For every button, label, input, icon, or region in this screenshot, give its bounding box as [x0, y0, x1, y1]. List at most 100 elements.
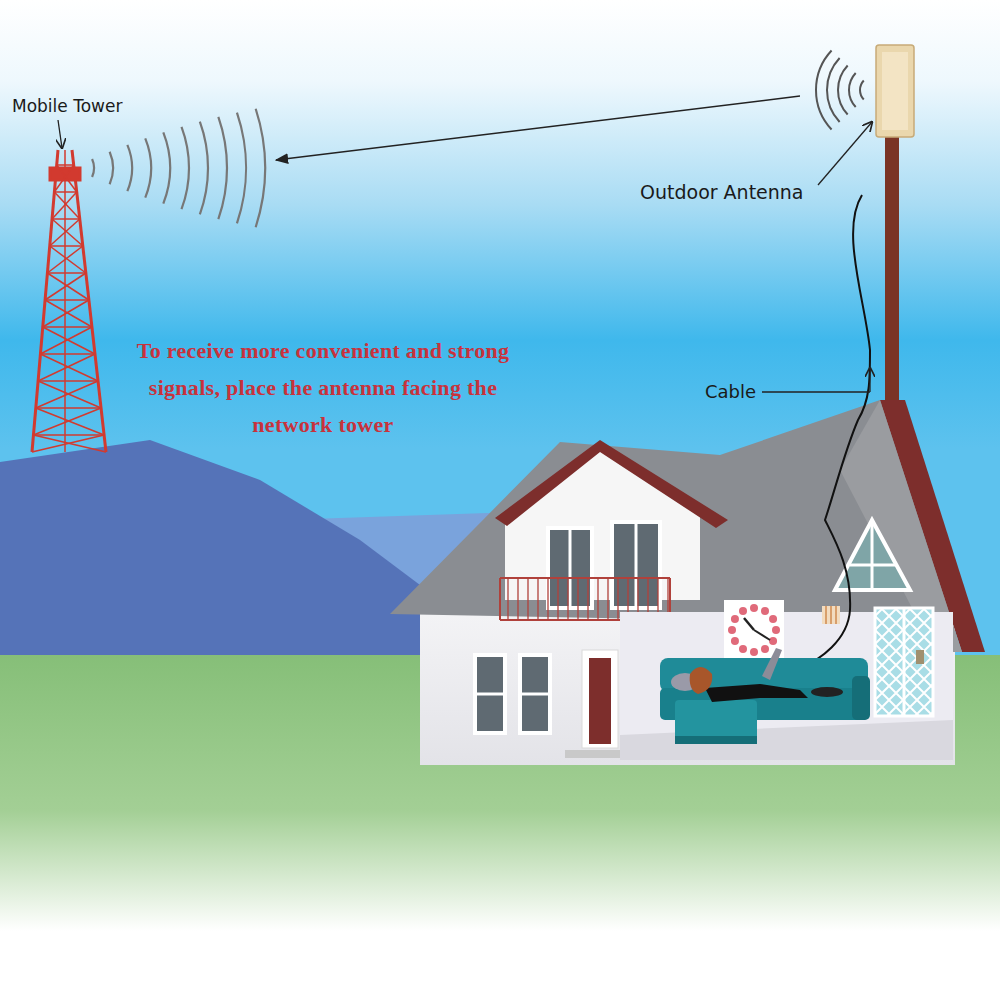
mobile-tower — [47, 273, 88, 300]
wall-clock — [750, 648, 758, 656]
outdoor-antenna — [882, 52, 908, 130]
house — [582, 650, 618, 748]
signal-waves — [92, 159, 94, 177]
house — [547, 578, 548, 620]
signal-waves — [110, 152, 113, 185]
mobile-tower — [40, 353, 95, 355]
leader-line — [869, 368, 870, 392]
house — [557, 578, 558, 620]
mobile-tower — [38, 381, 101, 408]
signal-arrow — [276, 96, 800, 160]
mobile-tower — [32, 150, 58, 452]
sofa-with-woman — [690, 667, 713, 694]
wall-clock — [822, 606, 840, 624]
mobile-tower — [52, 219, 83, 246]
signal-waves — [827, 58, 840, 122]
mobile-tower — [36, 381, 98, 408]
antenna-cable — [800, 195, 870, 668]
signal-waves — [163, 132, 170, 203]
sofa-with-woman — [811, 687, 843, 697]
mobile-tower — [54, 191, 76, 193]
mobile-tower — [52, 192, 77, 219]
wall-clock — [761, 607, 769, 615]
mobile-tower — [54, 165, 73, 192]
signal-waves — [181, 127, 189, 209]
wall-clock — [769, 637, 777, 645]
house — [607, 578, 608, 620]
house — [617, 578, 618, 620]
tower-label: Mobile Tower — [12, 96, 122, 116]
mobile-tower — [40, 354, 98, 381]
signal-waves — [256, 109, 265, 227]
house — [537, 578, 538, 620]
signal-waves — [237, 113, 246, 224]
sofa-with-woman — [705, 684, 808, 702]
signal-waves — [218, 117, 227, 219]
signal-waves — [849, 73, 856, 107]
mobile-tower — [33, 434, 104, 436]
house — [871, 520, 874, 590]
house — [520, 655, 550, 733]
house — [875, 608, 933, 716]
mobile-tower — [47, 246, 82, 273]
mobile-tower — [38, 380, 98, 382]
wall-clock — [750, 604, 758, 612]
house — [620, 720, 953, 760]
house — [520, 693, 550, 696]
house — [589, 658, 611, 744]
sofa-with-woman — [852, 676, 870, 720]
mobile-tower — [54, 192, 79, 219]
house — [597, 578, 598, 620]
wall-clock — [744, 618, 754, 630]
house — [587, 578, 588, 620]
mobile-tower — [40, 327, 91, 354]
sofa-with-woman — [660, 648, 870, 744]
mobile-tower — [64, 150, 66, 452]
outdoor-antenna — [876, 45, 914, 137]
mobile-tower — [36, 408, 104, 435]
leader-line — [818, 122, 872, 185]
mobile-tower — [57, 165, 77, 192]
wall-clock — [826, 606, 836, 624]
mobile-tower — [45, 273, 86, 300]
mobile-tower — [47, 272, 85, 274]
house — [505, 446, 700, 600]
mobile-tower — [45, 299, 89, 301]
mobile-tower — [45, 300, 92, 327]
wall-clock — [761, 645, 769, 653]
signal-waves — [816, 50, 864, 129]
house — [903, 608, 906, 716]
wall-clock — [731, 637, 739, 645]
house — [475, 693, 505, 696]
mobile-tower — [50, 219, 80, 246]
house — [527, 578, 528, 620]
sofa-with-woman — [675, 700, 757, 742]
hills — [0, 440, 440, 660]
wall-clock — [731, 615, 739, 623]
wall-clock — [772, 626, 780, 634]
cable-label: Cable — [705, 381, 756, 402]
mobile-tower — [36, 407, 101, 409]
signal-waves — [92, 109, 265, 227]
sky — [0, 0, 1000, 680]
house — [850, 564, 895, 567]
wall-clock — [728, 604, 780, 656]
wall-clock — [728, 626, 736, 634]
house — [517, 578, 518, 620]
signal-waves — [145, 138, 151, 197]
house — [475, 655, 505, 733]
wall-clock — [724, 600, 784, 658]
house — [390, 400, 985, 765]
house — [916, 650, 924, 664]
house — [500, 577, 670, 579]
house — [499, 578, 501, 620]
mobile-tower — [50, 246, 86, 273]
mobile-tower — [50, 245, 83, 247]
leader-line — [58, 120, 62, 148]
mobile-tower — [52, 218, 80, 220]
sofa-with-woman — [762, 648, 782, 680]
mobile-tower — [72, 150, 106, 452]
wall-clock — [754, 630, 770, 640]
